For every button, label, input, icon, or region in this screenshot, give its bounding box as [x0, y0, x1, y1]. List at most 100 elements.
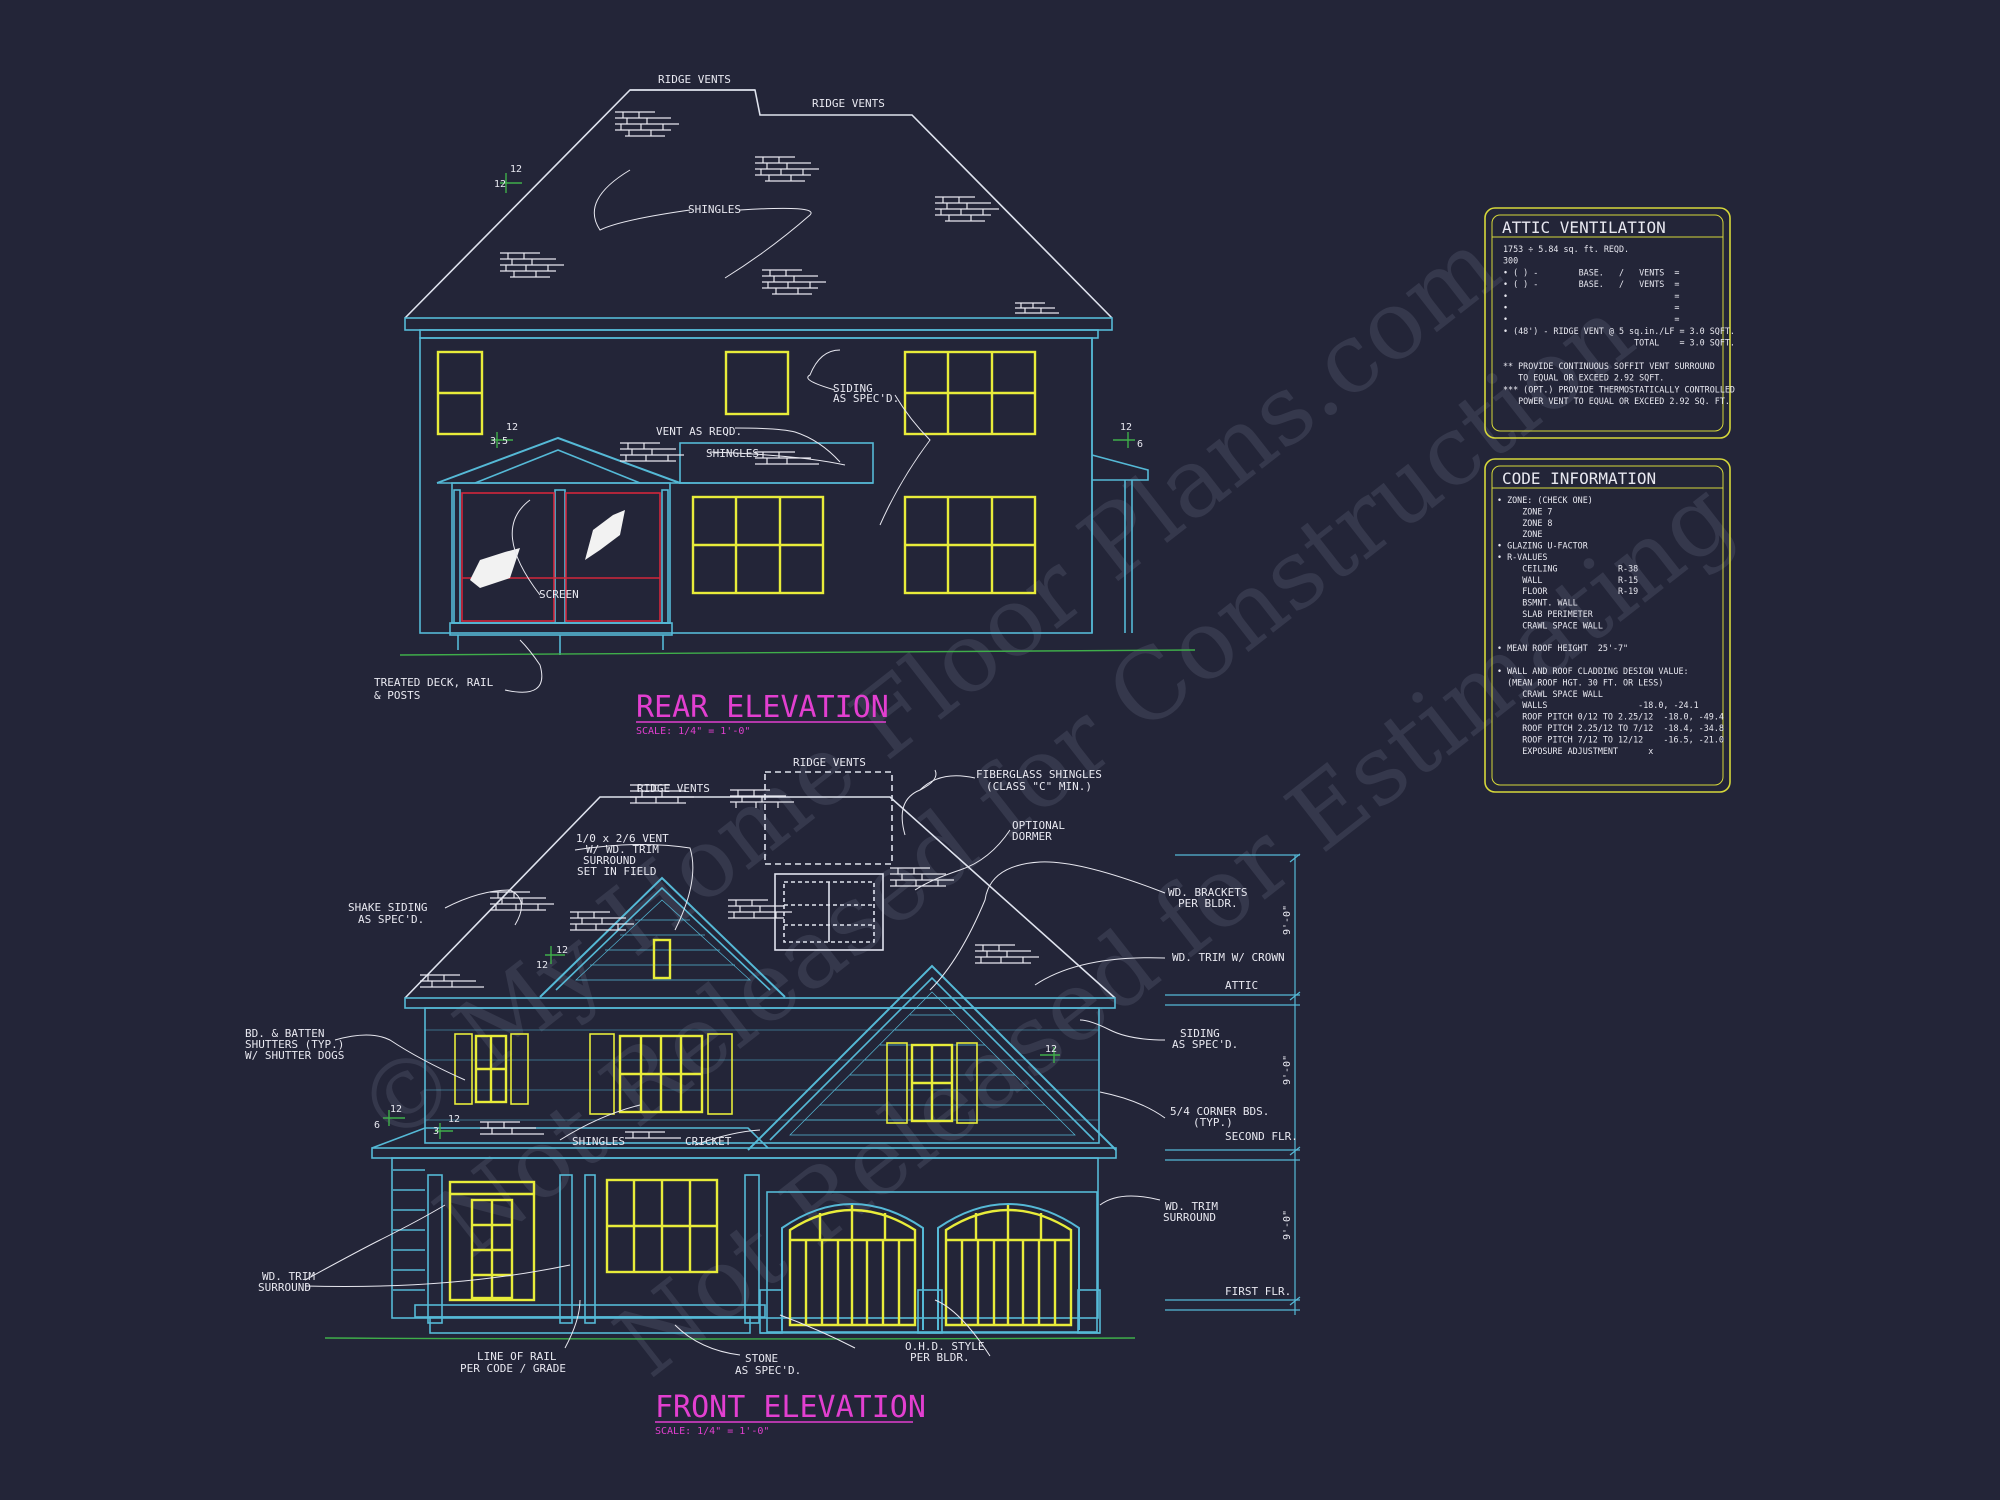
code-information-lines: • ZONE: (CHECK ONE) ZONE 7 ZONE 8 ZONE • … — [1497, 495, 1724, 756]
front-label-trim-l1: WD. TRIM — [262, 1270, 315, 1283]
code-information-line: ZONE 7 — [1497, 506, 1552, 516]
front-label-corner-1: 5/4 CORNER BDS. — [1170, 1105, 1269, 1118]
front-windows-doors — [448, 938, 1073, 1327]
front-label-rail-1: LINE OF RAIL — [477, 1350, 557, 1363]
code-information-line: ROOF PITCH 0/12 TO 2.25/12 -18.0, -49.4 — [1497, 712, 1724, 722]
front-label-shake-1: SHAKE SIDING — [348, 901, 427, 914]
front-label-first-flr: FIRST FLR. — [1225, 1285, 1291, 1298]
code-information-line: (MEAN ROOF HGT. 30 FT. OR LESS) — [1497, 677, 1663, 687]
attic-ventilation-line: • = — [1503, 303, 1679, 313]
code-information-line: FLOOR R-19 — [1497, 586, 1638, 596]
code-information-box: CODE INFORMATION • ZONE: (CHECK ONE) ZON… — [1484, 458, 1731, 793]
front-label-attic: ATTIC — [1225, 979, 1258, 992]
code-information-line: WALL R-15 — [1497, 575, 1638, 585]
front-label-ohd-2: PER BLDR. — [910, 1351, 970, 1364]
attic-ventilation-lines: 1753 ÷ 5.84 sq. ft. REQD.300• ( ) - BASE… — [1503, 244, 1735, 406]
front-pitch-12c: 12 — [390, 1104, 402, 1115]
front-label-corner-2: (TYP.) — [1193, 1116, 1233, 1129]
code-information-line: • R-VALUES — [1497, 552, 1547, 562]
front-labels: RIDGE VENTS RIDGE VENTS FIBERGLASS SHING… — [245, 756, 1298, 1377]
front-label-brackets-1: WD. BRACKETS — [1168, 886, 1247, 899]
front-label-stone-2: AS SPEC'D. — [735, 1364, 801, 1377]
attic-ventilation-line: *** (OPT.) PROVIDE THERMOSTATICALLY CONT… — [1503, 384, 1735, 394]
rear-pitch-12b: 12 — [494, 179, 506, 190]
attic-ventilation-line: ** PROVIDE CONTINUOUS SOFFIT VENT SURROU… — [1503, 361, 1715, 371]
rear-pitch-35: 3.5 — [490, 436, 508, 447]
front-pitch-12d: 12 — [448, 1114, 460, 1125]
rear-label-deck-1: TREATED DECK, RAIL — [374, 676, 494, 689]
front-pitch-marks — [383, 946, 1060, 1139]
rear-pitch-marks — [491, 173, 1135, 448]
attic-ventilation-line: POWER VENT TO EQUAL OR EXCEED 2.92 SQ. F… — [1503, 396, 1730, 406]
rear-label-siding-1: SIDING — [833, 382, 873, 395]
code-information-line: SLAB PERIMETER — [1497, 609, 1594, 619]
front-label-brackets-2: PER BLDR. — [1178, 897, 1238, 910]
front-pitch-12b: 12 — [536, 960, 548, 971]
code-information-line: ROOF PITCH 7/12 TO 12/12 -16.5, -21.0 — [1497, 734, 1724, 744]
rear-pitch-12d: 12 — [1120, 422, 1132, 433]
front-label-dormer-1: OPTIONAL — [1012, 819, 1065, 832]
front-label-shutters-1: BD. & BATTEN — [245, 1027, 324, 1040]
code-information-line: CEILING R-38 — [1497, 563, 1638, 573]
front-shingle-symbols — [420, 784, 1039, 1139]
rear-shingle-symbols — [500, 111, 1059, 465]
code-information-line: ZONE — [1497, 529, 1542, 539]
attic-ventilation-line: TOTAL = 3.0 SQFT. — [1503, 338, 1735, 348]
rear-elevation-title: REAR ELEVATION — [636, 690, 889, 725]
garage-trim-surround — [781, 1203, 1080, 1330]
code-information-line: • GLAZING U-FACTOR — [1497, 541, 1589, 551]
front-label-shutters-3: W/ SHUTTER DOGS — [245, 1049, 344, 1062]
front-pitch-6: 6 — [374, 1120, 380, 1131]
front-dim-3: 9'-0" — [1282, 1210, 1293, 1240]
front-label-trim-r2: SURROUND — [1163, 1211, 1216, 1224]
code-information-line: • WALL AND ROOF CLADDING DESIGN VALUE: — [1497, 666, 1689, 676]
front-label-rail-2: PER CODE / GRADE — [460, 1362, 566, 1375]
attic-ventilation-line: • ( ) - BASE. / VENTS = — [1503, 267, 1679, 277]
attic-ventilation-line: • = — [1503, 291, 1679, 301]
rear-windows — [436, 350, 1037, 595]
rear-label-deck-2: & POSTS — [374, 689, 420, 702]
code-information-line: • ZONE: (CHECK ONE) — [1497, 495, 1593, 505]
attic-ventilation-line: 300 — [1503, 256, 1518, 266]
attic-ventilation-line: 1753 ÷ 5.84 sq. ft. REQD. — [1503, 244, 1629, 254]
attic-ventilation-line: TO EQUAL OR EXCEED 2.92 SQFT. — [1503, 373, 1664, 383]
front-label-fiberglass-2: (CLASS "C" MIN.) — [986, 780, 1092, 793]
front-elevation-title: FRONT ELEVATION — [655, 1390, 926, 1425]
rear-pitch-12a: 12 — [510, 164, 522, 175]
front-ground-line — [324, 1337, 1136, 1340]
front-pitch-12a: 12 — [556, 945, 568, 956]
front-pitch-3: 3 — [433, 1126, 439, 1137]
front-dim-1: 9'-0" — [1282, 905, 1293, 935]
rear-ground-line — [399, 649, 1196, 656]
front-label-trim-l2: SURROUND — [258, 1281, 311, 1294]
front-label-stone-1: STONE — [745, 1352, 778, 1365]
front-dimension-lines — [1165, 853, 1301, 1315]
front-elevation-scale: SCALE: 1/4" = 1'-0" — [655, 1426, 769, 1437]
front-label-fiberglass-1: FIBERGLASS SHINGLES — [976, 768, 1102, 781]
attic-ventilation-line: • = — [1503, 314, 1679, 324]
front-label-ridge-vents-1: RIDGE VENTS — [637, 782, 710, 795]
screen-highlight-1 — [470, 548, 520, 588]
rear-elevation-scale: SCALE: 1/4" = 1'-0" — [636, 726, 750, 737]
code-information-line: CRAWL SPACE WALL — [1497, 689, 1603, 699]
rear-pitch-12c: 12 — [506, 422, 518, 433]
front-label-dormer-2: DORMER — [1012, 830, 1052, 843]
code-information-line: ZONE 8 — [1497, 518, 1552, 528]
rear-label-shingles-2: SHINGLES — [706, 447, 759, 460]
rear-label-ridge-vents-2: RIDGE VENTS — [812, 97, 885, 110]
code-information-title: CODE INFORMATION — [1502, 469, 1656, 488]
rear-label-screen: SCREEN — [539, 588, 579, 601]
front-pitch-12e: 12 — [1045, 1044, 1057, 1055]
front-label-vent-4: SET IN FIELD — [577, 865, 656, 878]
attic-ventilation-title: ATTIC VENTILATION — [1502, 218, 1666, 237]
front-label-vent-3: SURROUND — [583, 854, 636, 867]
rear-label-siding-2: AS SPEC'D. — [833, 392, 899, 405]
attic-ventilation-box: ATTIC VENTILATION 1753 ÷ 5.84 sq. ft. RE… — [1484, 207, 1735, 439]
code-information-line: • MEAN ROOF HEIGHT 25'-7" — [1497, 643, 1628, 653]
attic-ventilation-line: • ( ) - BASE. / VENTS = — [1503, 279, 1679, 289]
code-information-line: WALLS -18.0, -24.1 — [1497, 700, 1699, 710]
front-label-vent-2: W/ WD. TRIM — [586, 843, 659, 856]
front-label-second-flr: SECOND FLR. — [1225, 1130, 1298, 1143]
rear-label-ridge-vents-1: RIDGE VENTS — [658, 73, 731, 86]
